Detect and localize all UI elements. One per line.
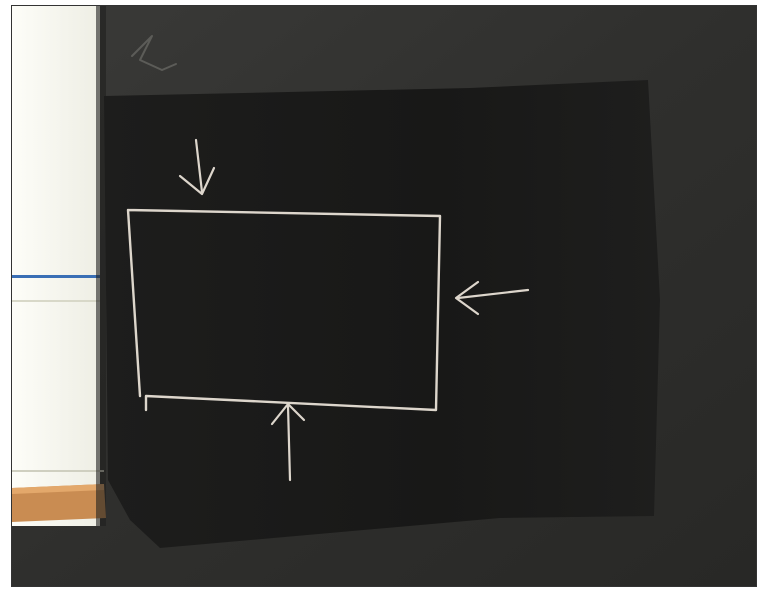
window-frame-line bbox=[12, 300, 100, 302]
blackboard bbox=[104, 80, 660, 548]
window-shadow bbox=[96, 6, 106, 526]
window bbox=[12, 6, 100, 526]
window-blue-line bbox=[12, 275, 100, 278]
window-frame-line-lower bbox=[12, 470, 104, 472]
